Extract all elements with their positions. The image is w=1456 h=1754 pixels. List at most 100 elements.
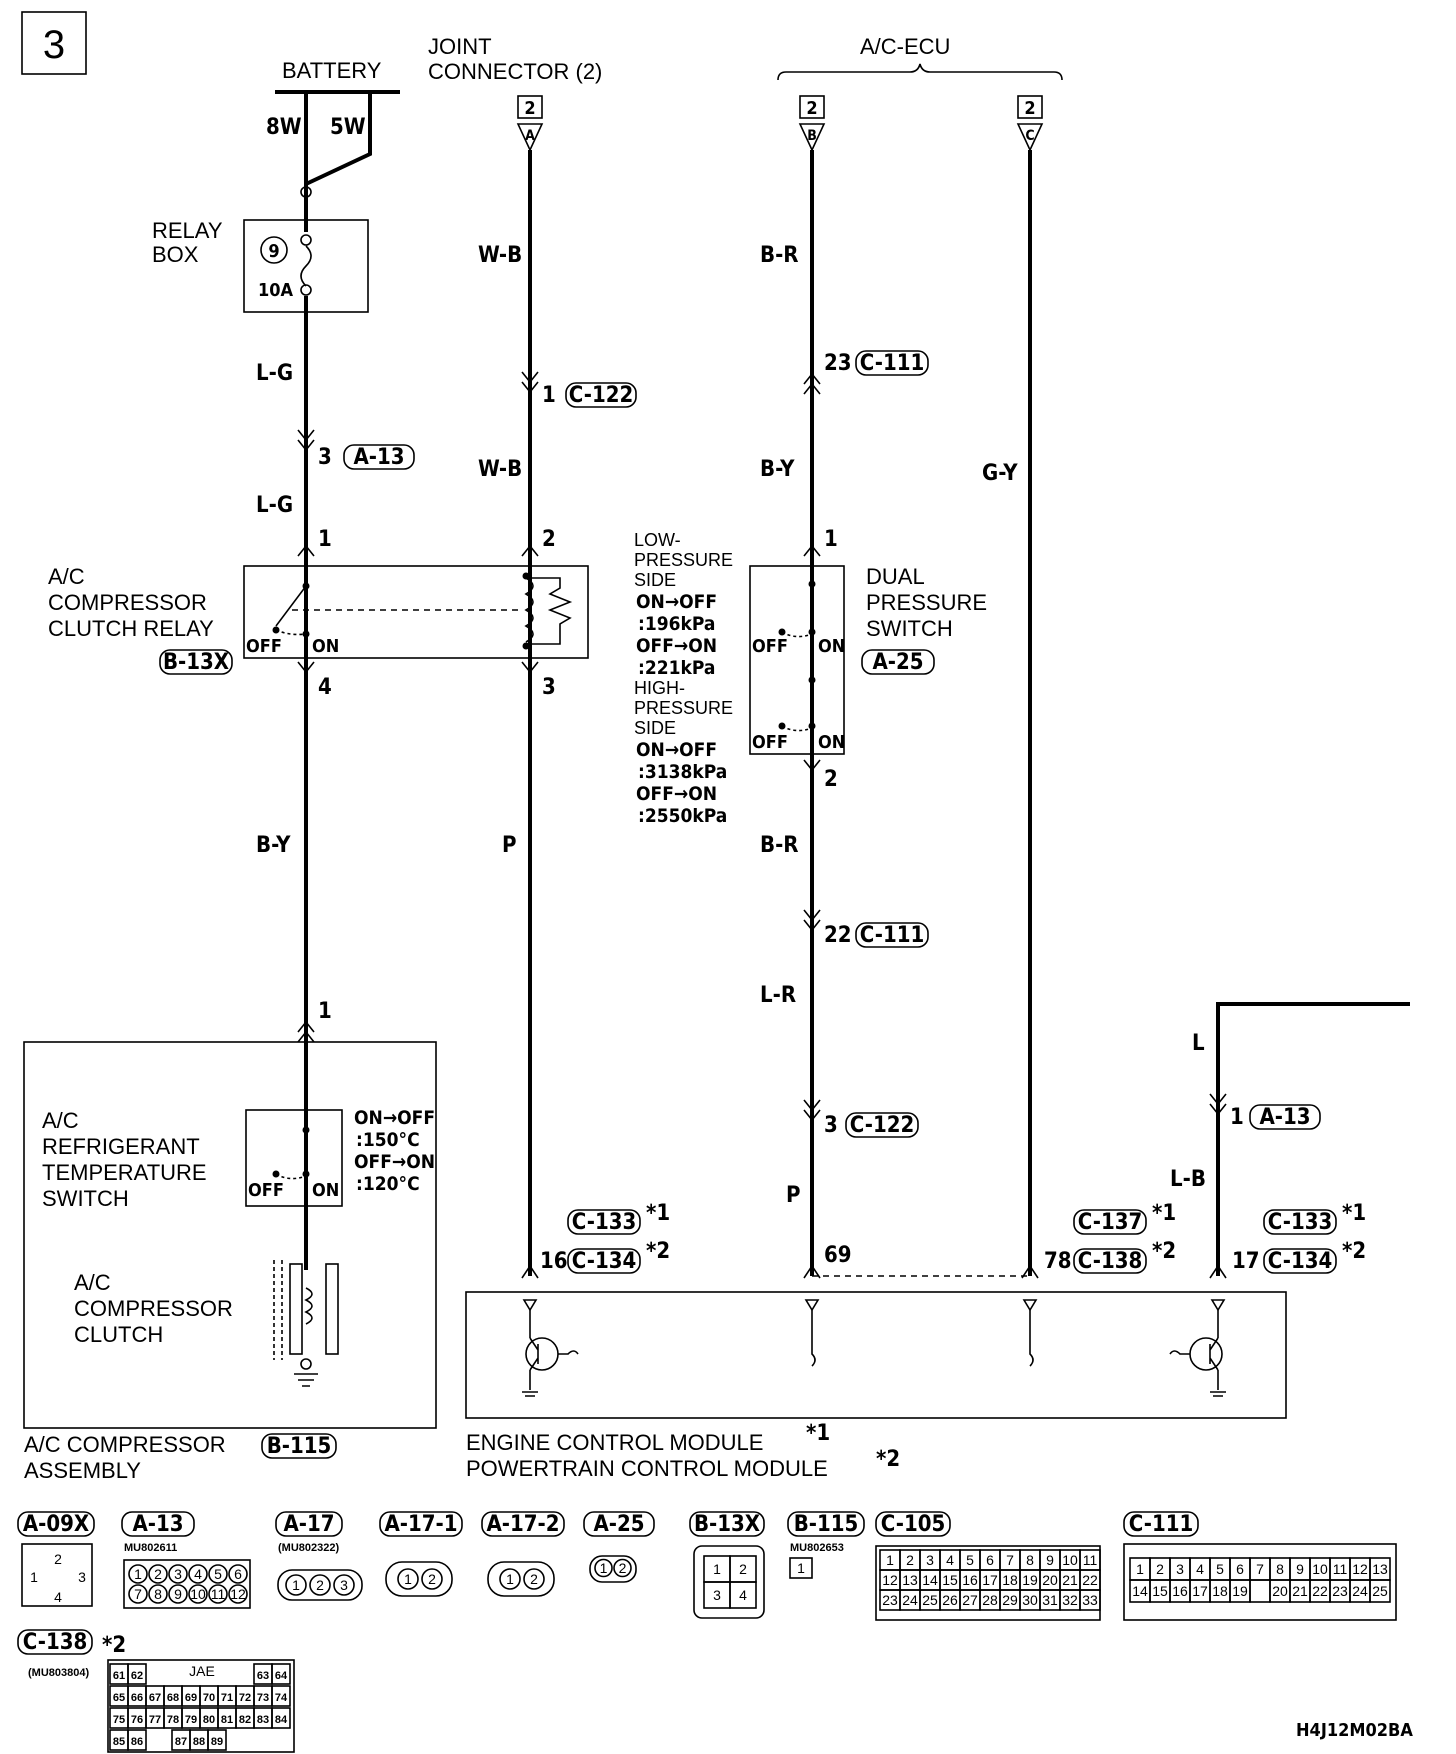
a13-pin <box>148 1564 168 1584</box>
c138-outline <box>107 1659 295 1753</box>
star-2b: *2 <box>1152 1239 1176 1264</box>
c138-pin-label: 76 <box>131 1714 143 1726</box>
c105-pin-label: 13 <box>902 1572 918 1588</box>
wire-color-l: L <box>1192 1031 1205 1056</box>
c138-pin-label: 63 <box>257 1670 269 1682</box>
connector-c111-tag <box>855 350 929 376</box>
pin-1-c122: 1 <box>542 383 556 408</box>
relay-pin-3: 3 <box>542 675 556 700</box>
relay-box-label-1: RELAY <box>152 218 223 243</box>
c111-pin-label: 23 <box>1332 1583 1348 1599</box>
connector-b115: B-115 <box>267 1434 332 1459</box>
a17-pin-label: 3 <box>340 1577 348 1593</box>
connector-c122b-tag <box>845 1112 919 1138</box>
connector-header-id: C-105 <box>881 1512 946 1537</box>
star-1a: *1 <box>646 1201 670 1226</box>
contact <box>808 628 816 636</box>
ref-spec-3: OFF→ON <box>354 1151 435 1173</box>
a171-outline <box>385 1561 453 1597</box>
connector-tag-triangle <box>1016 123 1044 152</box>
c111-pin-label: 22 <box>1312 1583 1328 1599</box>
ac-ecu-label: A/C-ECU <box>860 34 950 59</box>
a172-pin <box>523 1568 545 1590</box>
transistor-left-leads <box>529 1337 579 1371</box>
connector-chevron <box>803 372 821 395</box>
dps-pin-1: 1 <box>824 527 838 552</box>
c138-pin-label: 68 <box>167 1692 179 1704</box>
c111-pin-label: 9 <box>1296 1561 1304 1577</box>
ecm-input-lead <box>1029 1310 1034 1367</box>
c111-pin-label: 11 <box>1333 1561 1348 1577</box>
c138-pin-label: 79 <box>185 1714 197 1726</box>
terminal <box>300 234 312 246</box>
c111-pin-label: 13 <box>1372 1561 1388 1577</box>
b115-pin <box>789 1557 813 1579</box>
ref-spec-1: ON→OFF <box>354 1107 435 1129</box>
connector-c138-footer-tag <box>17 1629 93 1655</box>
connector-c122: C-122 <box>569 383 634 408</box>
a17-pin-label: 2 <box>316 1577 324 1593</box>
a13-pin <box>148 1584 168 1604</box>
a13-pin <box>128 1584 148 1604</box>
c105-pin-label: 16 <box>962 1572 978 1588</box>
c111-pin-label: 2 <box>1156 1561 1164 1577</box>
c138-pin-label: 78 <box>167 1714 179 1726</box>
c105-pin-label: 27 <box>962 1592 978 1608</box>
connector-header-tag <box>1123 1511 1199 1537</box>
connector-tag-a: A <box>525 128 535 144</box>
c105-pin-label: 12 <box>882 1572 898 1588</box>
b13x-pin-label: 3 <box>713 1587 721 1603</box>
connector-header-tag <box>379 1511 463 1537</box>
dps-spec-8: HIGH- <box>634 678 685 698</box>
connector-b115-tag <box>261 1433 337 1459</box>
connector-chevron <box>803 1264 821 1279</box>
c105-pin-label: 7 <box>1006 1552 1014 1568</box>
wire-color-p-1: P <box>502 833 517 858</box>
c105-pin-label: 21 <box>1062 1572 1078 1588</box>
clutch-name-3: CLUTCH <box>74 1322 163 1347</box>
a172-pin-label: 2 <box>530 1571 538 1587</box>
clutch-plate <box>289 1263 303 1355</box>
connector-header-id: A-09X <box>23 1512 89 1537</box>
a13-pin-label: 1 <box>134 1566 142 1582</box>
connector-c111b-tag <box>855 922 929 948</box>
contact <box>522 642 530 650</box>
a13-outline <box>123 1559 251 1609</box>
c105-pin-label: 11 <box>1083 1552 1098 1568</box>
transistor-right <box>1189 1337 1223 1371</box>
connector-header-id: C-111 <box>1129 1512 1194 1537</box>
c138-pin-label: 71 <box>221 1692 233 1704</box>
ecm-terminal <box>1022 1299 1038 1312</box>
connector-chevron <box>297 1020 315 1043</box>
dps-spec-1: LOW- <box>634 530 681 550</box>
connector-c138-tag <box>1073 1248 1147 1274</box>
connector-chevron <box>521 1264 539 1279</box>
connector-header-tag <box>275 1511 343 1537</box>
c138-pin <box>207 1729 227 1751</box>
a13-pin-label: 2 <box>154 1566 162 1582</box>
dps-spec-10: SIDE <box>634 718 676 738</box>
a171-pin-label: 2 <box>428 1571 436 1587</box>
contact-gap <box>275 629 307 636</box>
ref-switch-name-4: SWITCH <box>42 1186 129 1211</box>
joint-connector-label-1: JOINT <box>428 34 492 59</box>
star-2a: *2 <box>646 1239 670 1264</box>
c138-pin-label: 66 <box>131 1692 143 1704</box>
terminal <box>300 186 312 198</box>
ecm-label-2: POWERTRAIN CONTROL MODULE <box>466 1456 828 1481</box>
c105-pin-label: 20 <box>1042 1572 1058 1588</box>
page-number: 3 <box>43 23 65 67</box>
connector-header-tag <box>787 1511 865 1537</box>
connector-a13b-tag <box>1249 1104 1321 1130</box>
dps-on-1: ON <box>818 636 845 657</box>
connector-c133a: C-133 <box>572 1210 637 1235</box>
connector-chevron <box>803 544 821 557</box>
diagram-code: H4J12M02BA <box>1296 1720 1413 1741</box>
b13x-pin-label: 1 <box>713 1561 721 1577</box>
c111-pin-label: 18 <box>1212 1583 1228 1599</box>
a13-pin-label: 6 <box>234 1566 242 1582</box>
c138-pin <box>271 1707 291 1729</box>
a13-pin-label: 10 <box>190 1586 206 1602</box>
c138-pin <box>127 1663 147 1685</box>
c138-maker: JAE <box>189 1663 215 1679</box>
